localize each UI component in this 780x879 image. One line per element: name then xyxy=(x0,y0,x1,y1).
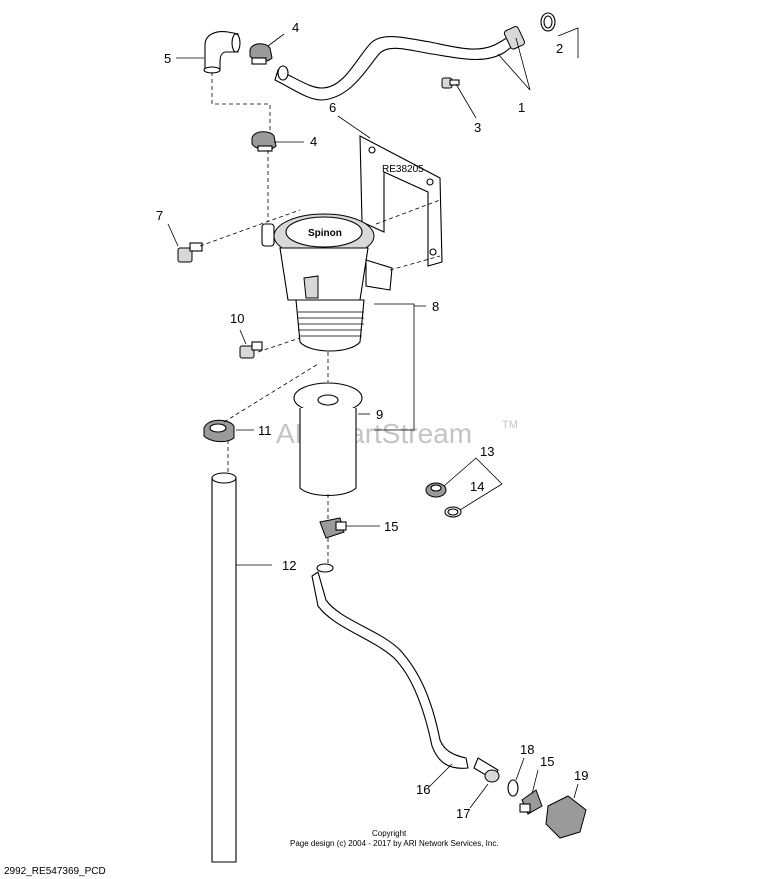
part-4-clamp-lower[interactable] xyxy=(251,131,277,152)
footer-copyright: Copyright xyxy=(372,829,407,838)
footer-page-design: Page design (c) 2004 - 2017 by ARI Netwo… xyxy=(290,839,499,848)
part-7-bolt[interactable] xyxy=(177,242,203,263)
callout-5: 5 xyxy=(164,51,171,66)
callout-13: 13 xyxy=(480,444,494,459)
diagram-code: 2992_RE547369_PCD xyxy=(4,866,106,877)
part-19-cap[interactable] xyxy=(545,795,587,839)
part-6-bracket[interactable]: RE38205 xyxy=(359,135,443,267)
callout-15-upper: 15 xyxy=(384,519,398,534)
part-13-grommet[interactable] xyxy=(425,482,447,498)
callout-9: 9 xyxy=(376,407,383,422)
callout-16: 16 xyxy=(416,782,430,797)
part-18-o-ring[interactable] xyxy=(507,779,519,797)
callout-11: 11 xyxy=(258,423,272,438)
part-9-filter-element[interactable] xyxy=(293,382,363,496)
callout-12: 12 xyxy=(282,558,296,573)
part-15-clamp-upper[interactable] xyxy=(319,517,347,539)
callout-7: 7 xyxy=(156,208,163,223)
callout-10: 10 xyxy=(230,311,244,326)
part-8-filter-housing[interactable]: Spinon xyxy=(261,213,393,352)
part-2-o-ring[interactable] xyxy=(540,12,556,32)
leader-lines xyxy=(167,27,579,809)
callout-17: 17 xyxy=(456,806,470,821)
callout-14: 14 xyxy=(470,479,484,494)
part-12-tube[interactable] xyxy=(211,472,237,863)
part-5-elbow[interactable] xyxy=(203,31,241,74)
callout-18: 18 xyxy=(520,742,534,757)
callout-19: 19 xyxy=(574,768,588,783)
part-11-clamp[interactable] xyxy=(203,419,235,443)
alignment-dash-lines xyxy=(199,72,441,566)
svg-text:Spinon: Spinon xyxy=(308,228,342,239)
svg-text:RE38205: RE38205 xyxy=(382,164,424,175)
callout-15-lower: 15 xyxy=(540,754,554,769)
callout-4-lower: 4 xyxy=(310,134,317,149)
watermark-trademark: TM xyxy=(502,419,518,431)
callout-4-upper: 4 xyxy=(292,20,299,35)
part-17-fitting[interactable] xyxy=(473,757,500,783)
callout-8: 8 xyxy=(432,299,439,314)
callout-6: 6 xyxy=(329,100,336,115)
part-3-bolt[interactable] xyxy=(441,77,460,89)
part-15-clamp-lower[interactable] xyxy=(519,789,543,815)
callout-1: 1 xyxy=(518,100,525,115)
callout-2: 2 xyxy=(556,41,563,56)
callout-3: 3 xyxy=(474,120,481,135)
part-4-clamp-upper[interactable] xyxy=(249,43,273,65)
part-16-fuel-line[interactable] xyxy=(311,563,469,769)
part-1-hose[interactable] xyxy=(274,26,525,101)
part-14-o-ring[interactable] xyxy=(444,506,462,518)
part-10-plug[interactable] xyxy=(239,341,263,359)
